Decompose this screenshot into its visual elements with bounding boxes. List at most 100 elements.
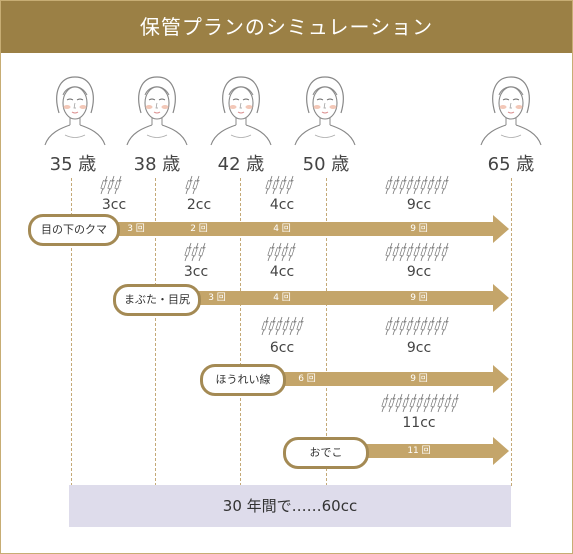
- syringe-icon: [191, 242, 199, 262]
- treatment-label-under-eye: 目の下のクマ: [28, 214, 120, 246]
- volume-label: 2cc: [186, 197, 212, 213]
- syringe-icon: [272, 175, 280, 195]
- syringe-icon: [296, 316, 304, 336]
- volume-label: 4cc: [269, 264, 295, 280]
- syringe-icon: [406, 242, 414, 262]
- syringe-icon: [420, 175, 428, 195]
- syringe-icon: [413, 316, 421, 336]
- syringe-icon: [441, 242, 449, 262]
- volume-label: 9cc: [406, 197, 432, 213]
- syringe-icon: [416, 393, 424, 413]
- count-label: 9 回: [410, 224, 428, 234]
- syringe-icon: [451, 393, 459, 413]
- face-icon: [479, 73, 543, 149]
- syringe-icon-group: [261, 316, 307, 336]
- syringe-icon: [427, 316, 435, 336]
- syringe-icon: [107, 175, 115, 195]
- syringe-icon: [420, 316, 428, 336]
- volume-label: 6cc: [269, 340, 295, 356]
- syringe-icon: [395, 393, 403, 413]
- syringe-icon: [114, 175, 122, 195]
- syringe-icon: [437, 393, 445, 413]
- syringe-icon: [275, 316, 283, 336]
- age-guide-line: [71, 178, 72, 486]
- syringe-icon: [409, 393, 417, 413]
- syringe-icon: [265, 175, 273, 195]
- syringe-icon-group: [381, 393, 462, 413]
- summary-text: 30 年間で……60cc: [222, 497, 358, 515]
- syringe-icon: [267, 242, 275, 262]
- syringe-icon: [192, 175, 200, 195]
- syringe-icon: [441, 175, 449, 195]
- syringe-icon: [402, 393, 410, 413]
- volume-label: 9cc: [406, 264, 432, 280]
- treatment-label-forehead: おでこ: [283, 437, 369, 469]
- syringe-icon-group: [267, 242, 299, 262]
- timeline-arrow: [351, 437, 509, 465]
- syringe-icon: [385, 242, 393, 262]
- syringe-icon-group: [185, 175, 203, 195]
- syringe-icon: [388, 393, 396, 413]
- treatment-label-eyelids: まぶた・目尻: [113, 284, 201, 316]
- syringe-icon: [288, 242, 296, 262]
- volume-label: 4cc: [269, 197, 295, 213]
- count-label: 11 回: [407, 446, 431, 456]
- age-label: 35 歳: [49, 154, 97, 175]
- age-label: 42 歳: [217, 154, 265, 175]
- syringe-icon: [434, 242, 442, 262]
- age-label: 38 歳: [133, 154, 181, 175]
- volume-label: 11cc: [402, 415, 436, 431]
- syringe-icon: [392, 242, 400, 262]
- syringe-icon: [289, 316, 297, 336]
- volume-label: 3cc: [183, 264, 209, 280]
- syringe-icon: [441, 316, 449, 336]
- count-label: 4 回: [273, 293, 291, 303]
- syringe-icon-group: [385, 316, 452, 336]
- syringe-icon: [282, 316, 290, 336]
- syringe-icon-group: [265, 175, 297, 195]
- syringe-icon: [100, 175, 108, 195]
- syringe-icon: [399, 316, 407, 336]
- count-label: 9 回: [410, 374, 428, 384]
- volume-label: 3cc: [101, 197, 127, 213]
- syringe-icon: [423, 393, 431, 413]
- face-icon: [43, 73, 107, 149]
- face-icon: [209, 73, 273, 149]
- count-label: 6 回: [298, 374, 316, 384]
- syringe-icon: [185, 175, 193, 195]
- syringe-icon: [392, 316, 400, 336]
- syringe-icon: [184, 242, 192, 262]
- timeline-arrow: [177, 284, 509, 312]
- syringe-icon: [279, 175, 287, 195]
- summary-box: 30 年間で……60cc: [69, 485, 511, 527]
- syringe-icon: [420, 242, 428, 262]
- syringe-icon: [434, 316, 442, 336]
- syringe-icon: [261, 316, 269, 336]
- age-guide-line: [155, 178, 156, 486]
- syringe-icon: [427, 175, 435, 195]
- syringe-icon: [198, 242, 206, 262]
- syringe-icon: [392, 175, 400, 195]
- count-label: 3 回: [208, 293, 226, 303]
- age-guide-line: [240, 178, 241, 486]
- age-guide-line: [326, 178, 327, 486]
- syringe-icon: [427, 242, 435, 262]
- syringe-icon-group: [385, 175, 452, 195]
- syringe-icon-group: [184, 242, 209, 262]
- syringe-icon: [281, 242, 289, 262]
- age-label: 50 歳: [302, 154, 350, 175]
- syringe-icon: [385, 175, 393, 195]
- syringe-icon: [413, 175, 421, 195]
- volume-label: 9cc: [406, 340, 432, 356]
- count-label: 2 回: [190, 224, 208, 234]
- syringe-icon: [413, 242, 421, 262]
- count-label: 3 回: [127, 224, 145, 234]
- syringe-icon: [286, 175, 294, 195]
- header-bar: 保管プランのシミュレーション: [1, 1, 572, 53]
- face-icon: [293, 73, 357, 149]
- syringe-icon-group: [100, 175, 125, 195]
- count-label: 9 回: [410, 293, 428, 303]
- age-label: 65 歳: [487, 154, 535, 175]
- syringe-icon-group: [385, 242, 452, 262]
